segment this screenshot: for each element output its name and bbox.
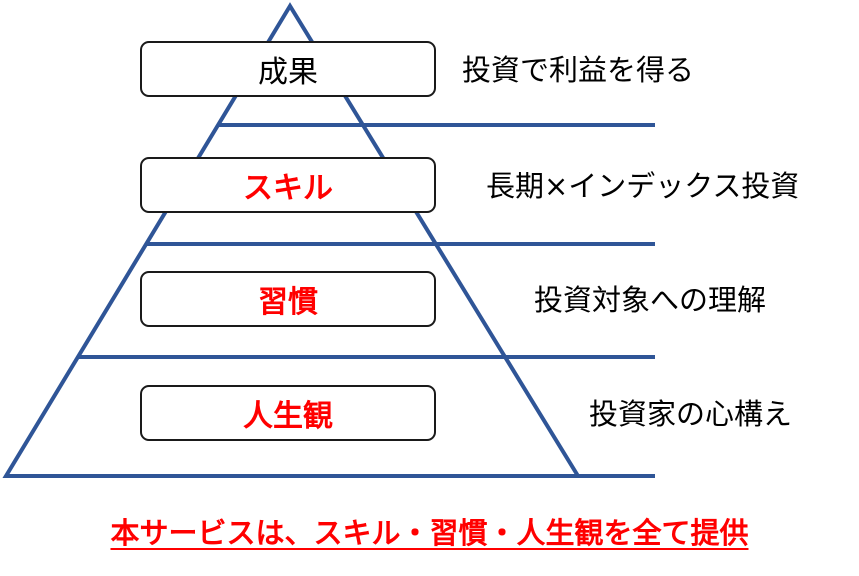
level-label-skill: スキル — [140, 157, 436, 213]
level-description-habit: 投資対象への理解 — [534, 283, 767, 317]
level-label-view-of-life: 人生観 — [140, 385, 436, 441]
level-description-skill: 長期×インデックス投資 — [486, 169, 800, 203]
footer-statement: 本サービスは、スキル・習慣・人生観を全て提供 — [0, 510, 859, 552]
level-description-result: 投資で利益を得る — [462, 53, 695, 87]
level-label-result: 成果 — [140, 41, 436, 97]
level-description-view-of-life: 投資家の心構え — [589, 397, 793, 431]
footer-text: 本サービスは、スキル・習慣・人生観を全て提供 — [110, 516, 749, 550]
level-label-habit: 習慣 — [140, 271, 436, 327]
